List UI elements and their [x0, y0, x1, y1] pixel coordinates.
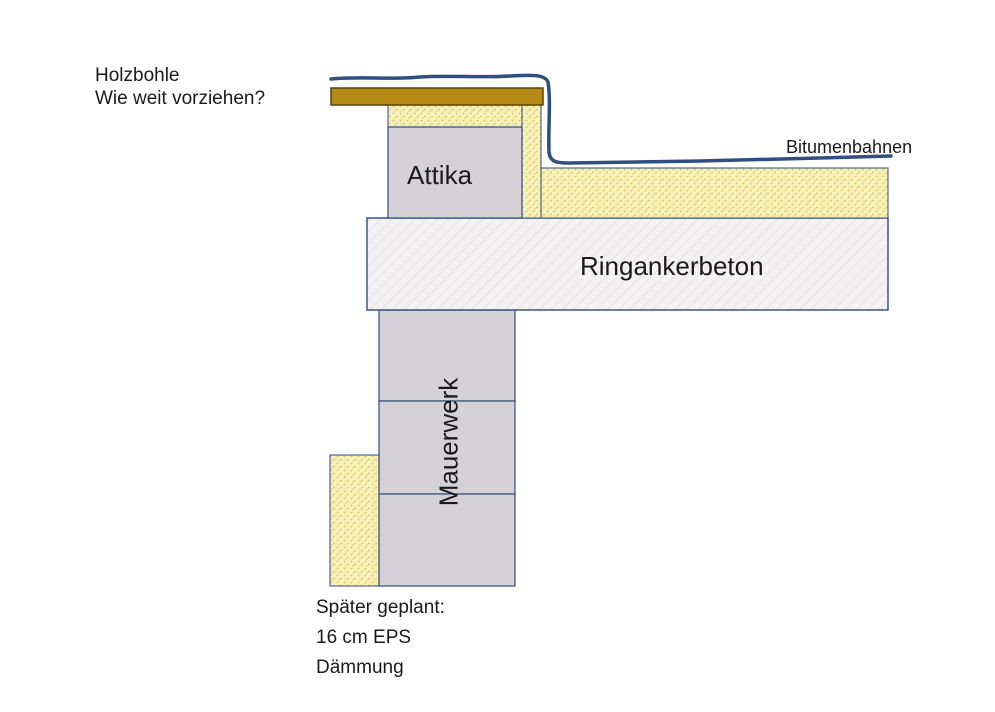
note-line-1: Später geplant: [316, 597, 445, 618]
attic-block [387, 126, 523, 219]
label-mauerwerk: Mauerwerk [433, 377, 464, 507]
attic-top-insulation [387, 104, 523, 128]
masonry-block-middle [378, 400, 516, 495]
wooden-plank [330, 87, 544, 106]
wall-insulation-eps [329, 454, 380, 587]
note-line-2: 16 cm EPS [316, 627, 412, 648]
masonry-block-top [378, 309, 516, 402]
label-vorziehen-question: Wie weit vorziehen? [95, 88, 266, 109]
masonry-wall [378, 309, 516, 587]
attic-side-insulation [521, 104, 542, 219]
bitumen-membrane [329, 73, 893, 165]
roof-insulation [540, 167, 889, 219]
masonry-block-bottom [378, 493, 516, 587]
note-line-3: Dämmung [316, 657, 404, 678]
label-ringankerbeton: Ringankerbeton [580, 251, 764, 281]
ring-beam-concrete [366, 217, 889, 311]
label-holzbohle: Holzbohle [95, 65, 180, 86]
label-bitumenbahnen: Bitumenbahnen [786, 137, 913, 157]
label-attika: Attika [407, 160, 473, 190]
